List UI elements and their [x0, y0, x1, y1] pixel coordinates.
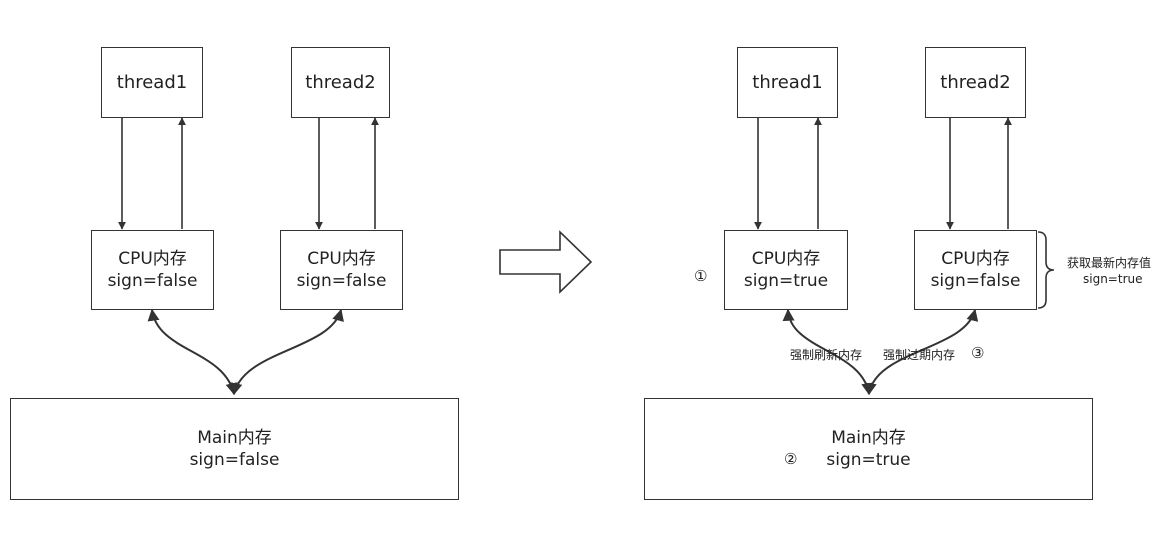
transition-arrow	[499, 230, 593, 294]
marker-two: ②	[784, 450, 798, 468]
left-main-title: Main内存	[197, 428, 272, 448]
right-cpu2-title: CPU内存	[941, 249, 1010, 269]
expire-memory-label: 强制过期内存	[883, 348, 956, 362]
left-cpu2-box: CPU内存 sign=false	[280, 230, 403, 310]
left-cpu1-box: CPU内存 sign=false	[91, 230, 214, 310]
left-thread1-label: thread1	[116, 72, 188, 93]
right-main-box: Main内存 sign=true	[644, 398, 1093, 500]
left-cpu2-title: CPU内存	[307, 249, 376, 269]
left-thread1-box: thread1	[101, 47, 203, 118]
left-cpu1-value: sign=false	[107, 271, 198, 291]
right-main-title: Main内存	[831, 428, 906, 448]
right-thread2-box: thread2	[925, 47, 1026, 118]
right-cpu1-value: sign=true	[743, 271, 829, 291]
right-main-value: sign=true	[826, 450, 911, 470]
right-cpu1-main-curve	[782, 308, 874, 396]
marker-one: ①	[694, 267, 708, 285]
right-cpu1-title: CPU内存	[751, 249, 821, 269]
right-cpu1-box: CPU内存 sign=true	[724, 230, 848, 310]
left-main-box: Main内存 sign=false	[10, 398, 459, 500]
left-thread2-label: thread2	[305, 72, 376, 93]
left-cpu1-main-curve	[147, 308, 238, 396]
right-thread2-label: thread2	[940, 72, 1011, 93]
left-cpu2-value: sign=false	[296, 271, 387, 291]
marker-three: ③	[971, 344, 985, 362]
left-main-value: sign=false	[189, 450, 280, 470]
fetch-latest-label: 获取最新内存值	[1067, 256, 1152, 270]
right-thread1-box: thread1	[737, 47, 838, 118]
left-cpu2-main-curve	[230, 308, 344, 396]
flush-memory-label: 强制刷新内存	[790, 348, 863, 362]
left-cpu1-title: CPU内存	[118, 249, 187, 269]
fetch-latest-value: sign=true	[1083, 272, 1143, 286]
right-cpu2-value: sign=false	[930, 271, 1021, 291]
left-thread2-box: thread2	[291, 47, 390, 118]
right-thread1-label: thread1	[752, 72, 823, 93]
right-cpu2-box: CPU内存 sign=false	[914, 230, 1037, 310]
right-cpu2-main-curve	[864, 308, 979, 396]
right-curly-brace	[1037, 231, 1055, 309]
